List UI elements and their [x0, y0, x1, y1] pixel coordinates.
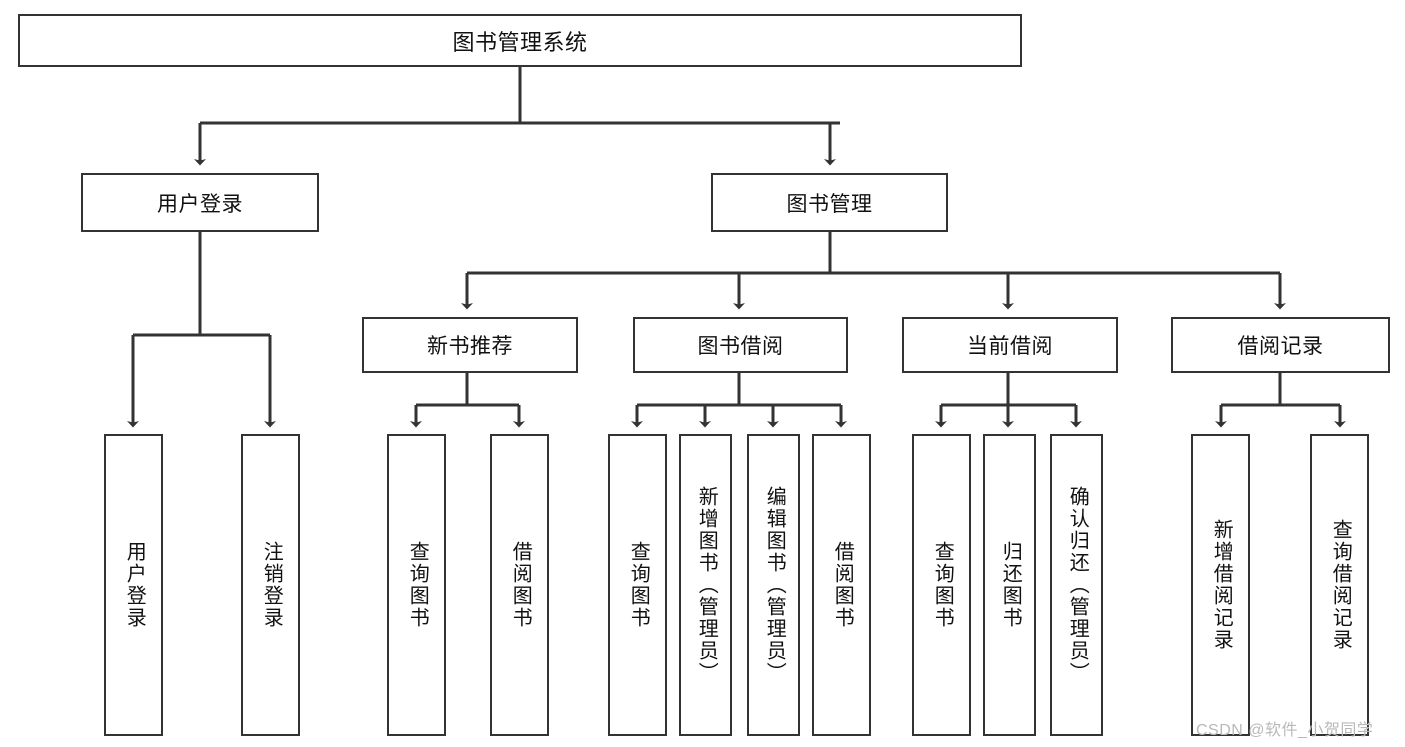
node-label: 注销登录	[260, 541, 283, 629]
node-label: 当前借阅	[967, 335, 1053, 358]
node-label: 新增图书（管理员）	[695, 486, 718, 684]
node-label: 图书管理系统	[452, 29, 588, 55]
leaf-borrow-query-book[interactable]: 查询图书	[608, 434, 667, 736]
node-label: 新书推荐	[427, 335, 513, 358]
node-user-login[interactable]: 用户登录	[81, 173, 319, 232]
node-label: 图书管理	[786, 192, 873, 216]
leaf-current-confirm-return-admin[interactable]: 确认归还（管理员）	[1050, 434, 1103, 736]
leaf-record-query-borrow-record[interactable]: 查询借阅记录	[1310, 434, 1369, 736]
node-root-system[interactable]: 图书管理系统	[18, 14, 1022, 67]
leaf-record-add-borrow-record[interactable]: 新增借阅记录	[1191, 434, 1250, 736]
node-current-borrow[interactable]: 当前借阅	[902, 317, 1118, 373]
node-new-book-recommend[interactable]: 新书推荐	[362, 317, 578, 373]
node-label: 用户登录	[123, 541, 146, 629]
node-book-management[interactable]: 图书管理	[711, 173, 948, 232]
node-label: 查询借阅记录	[1329, 519, 1352, 651]
node-label: 新增借阅记录	[1210, 519, 1233, 651]
node-label: 借阅图书	[831, 541, 854, 629]
node-label: 查询图书	[627, 541, 650, 629]
leaf-logout[interactable]: 注销登录	[241, 434, 300, 736]
node-label: 查询图书	[931, 541, 954, 629]
node-label: 编辑图书（管理员）	[763, 486, 786, 684]
leaf-borrow-edit-book-admin[interactable]: 编辑图书（管理员）	[747, 434, 800, 736]
node-label: 用户登录	[157, 192, 243, 216]
leaf-user-login[interactable]: 用户登录	[104, 434, 163, 736]
leaf-new-book-query-book[interactable]: 查询图书	[387, 434, 446, 736]
node-label: 确认归还（管理员）	[1066, 486, 1089, 684]
leaf-borrow-borrow-book[interactable]: 借阅图书	[812, 434, 871, 736]
node-book-borrow[interactable]: 图书借阅	[633, 317, 848, 373]
node-label: 借阅记录	[1237, 335, 1324, 358]
node-label: 图书借阅	[697, 335, 784, 358]
node-label: 借阅图书	[509, 541, 532, 629]
leaf-current-query-book[interactable]: 查询图书	[912, 434, 971, 736]
leaf-new-book-borrow-book[interactable]: 借阅图书	[490, 434, 549, 736]
leaf-current-return-book[interactable]: 归还图书	[983, 434, 1036, 736]
node-borrow-record[interactable]: 借阅记录	[1171, 317, 1390, 373]
node-label: 查询图书	[406, 541, 429, 629]
node-label: 归还图书	[999, 541, 1022, 629]
leaf-borrow-add-book-admin[interactable]: 新增图书（管理员）	[679, 434, 732, 736]
